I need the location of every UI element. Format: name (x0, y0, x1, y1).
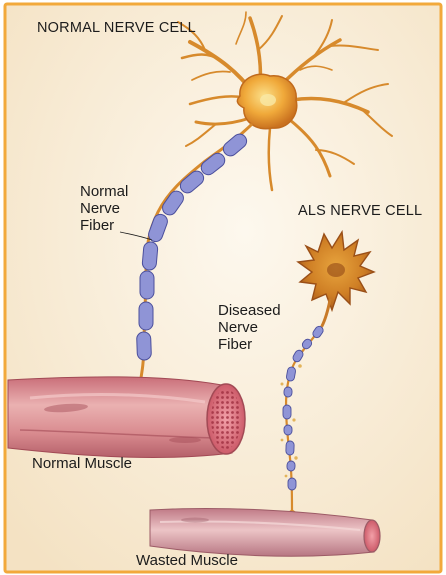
label-normal-muscle: Normal Muscle (32, 455, 132, 472)
wasted-muscle-end (364, 520, 380, 552)
label-normal-nerve-fiber-line3: Fiber (80, 217, 128, 234)
label-normal-nerve-cell: NORMAL NERVE CELL (37, 20, 196, 37)
label-normal-nerve-fiber: Normal Nerve Fiber (80, 183, 128, 234)
label-wasted-muscle: Wasted Muscle (136, 552, 238, 569)
normal-muscle (8, 377, 245, 458)
label-diseased-nerve-fiber-line1: Diseased (218, 302, 281, 319)
normal-muscle-body (8, 377, 232, 458)
label-diseased-nerve-fiber: Diseased Nerve Fiber (218, 302, 281, 353)
wasted-muscle-body (150, 508, 374, 556)
label-normal-nerve-fiber-line1: Normal (80, 183, 128, 200)
label-diseased-nerve-fiber-line2: Nerve (218, 319, 281, 336)
label-normal-nerve-fiber-line2: Nerve (80, 200, 128, 217)
normal-nucleus (260, 94, 276, 106)
label-als-nerve-cell: ALS NERVE CELL (298, 203, 422, 220)
frame-border (5, 4, 441, 572)
label-diseased-nerve-fiber-line3: Fiber (218, 336, 281, 353)
als-nucleus (327, 263, 345, 277)
